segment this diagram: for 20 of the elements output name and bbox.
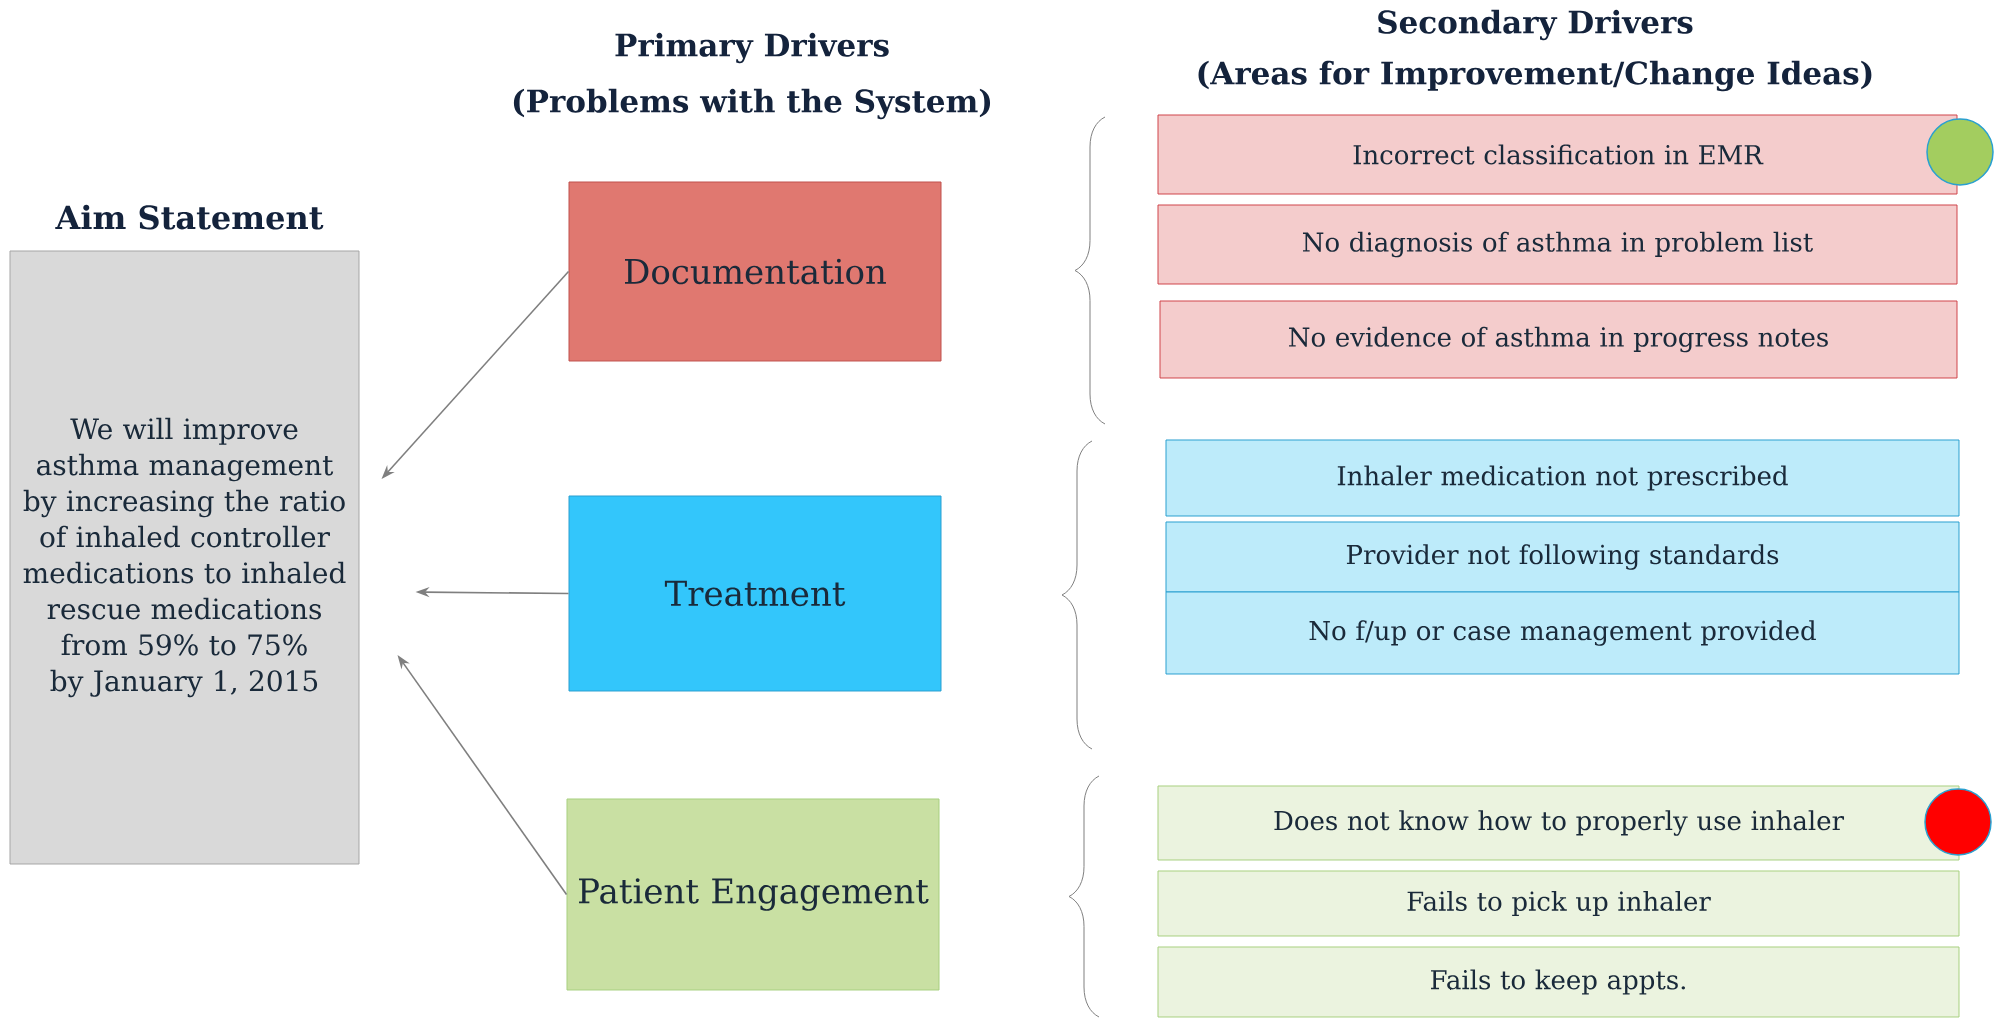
secondary-driver-box: No diagnosis of asthma in problem list: [1157, 204, 1958, 285]
column-heading: Primary Drivers: [615, 32, 889, 64]
secondary-driver-box: Inhaler medication not prescribed: [1165, 439, 1960, 517]
column-heading: (Problems with the System): [513, 88, 991, 120]
status-dot: [1924, 788, 1992, 856]
secondary-driver-box: Does not know how to properly use inhaler: [1157, 785, 1960, 861]
secondary-driver-box: Fails to keep appts.: [1157, 946, 1960, 1018]
secondary-driver-box: No evidence of asthma in progress notes: [1159, 300, 1958, 379]
secondary-driver-box: Fails to pick up inhaler: [1157, 870, 1960, 937]
primary-driver-box: Documentation: [568, 181, 942, 362]
secondary-driver-box: Incorrect classification in EMR: [1157, 114, 1958, 195]
column-heading: (Areas for Improvement/Change Ideas): [1198, 60, 1872, 92]
secondary-driver-box: Provider not following standards: [1165, 521, 1960, 593]
column-heading: Secondary Drivers: [1378, 9, 1693, 41]
secondary-driver-box: No f/up or case management provided: [1165, 591, 1960, 675]
heading: Aim Statement: [55, 204, 324, 230]
primary-driver-box: Patient Engagement: [566, 798, 940, 991]
status-dot: [1926, 118, 1994, 186]
primary-driver-box: Treatment: [568, 495, 942, 692]
aim-statement-box: We will improve asthma management by increasing the ratio of inhaled controller medications to inhaled rescue medications from 59% to 75% by January 1, 2015: [9, 250, 360, 865]
